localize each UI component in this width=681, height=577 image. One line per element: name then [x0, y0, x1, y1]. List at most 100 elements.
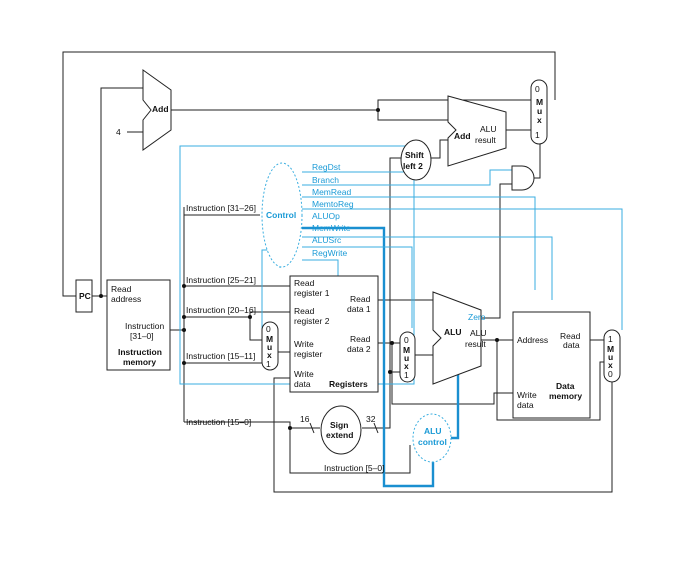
reg-read2-b: register 2 [294, 316, 330, 326]
control-signal-labels: RegDstBranchMemReadMemtoRegALUOpMemWrite… [312, 162, 354, 258]
control-signal-alusrc: ALUSrc [312, 235, 342, 245]
regdst-mux [261, 321, 279, 371]
sign-in-width: 16 [300, 414, 310, 424]
aluop-line [302, 226, 435, 488]
alusrc-mux-1: 1 [404, 370, 409, 380]
reg-rd1-b: data 1 [347, 304, 371, 314]
reg-wdata-b: data [294, 379, 311, 389]
regdst-mux-m: M [266, 334, 273, 344]
sign-label-1: Sign [330, 420, 348, 430]
reg-rd2-b: data 2 [347, 344, 371, 354]
mux-top-x: x [537, 115, 542, 125]
regdst-mux-1: 1 [266, 359, 271, 369]
main-alu [432, 291, 482, 385]
regwrite-line [302, 259, 339, 277]
reg-write-b: register [294, 349, 323, 359]
field-20-16: Instruction [20–16] [186, 305, 256, 315]
dmem-read-a: Read [560, 331, 581, 341]
add-label: Add [152, 104, 169, 114]
field-5-0: Instruction [5–0] [324, 463, 384, 473]
dmem-write-a: Write [517, 390, 537, 400]
writeback-wire [273, 370, 613, 493]
alusrc-mux-m: M [403, 345, 410, 355]
memtoreg-line [302, 208, 623, 330]
memwrite-line [302, 236, 553, 300]
branch-and-gate [511, 165, 535, 191]
junction-dots [99, 108, 499, 430]
imem-bits: [31–0] [130, 331, 154, 341]
reg-read2-a: Read [294, 306, 315, 316]
alu-zero-label: Zero [468, 312, 486, 322]
add2-alu-label: ALU [480, 124, 497, 134]
pc-adder [142, 69, 172, 151]
shift-label-1: Shift [405, 150, 424, 160]
mux-top-1: 1 [535, 130, 540, 140]
control-unit [261, 162, 303, 268]
shift-label-2: left 2 [403, 161, 423, 171]
dmem-name-2: memory [549, 391, 582, 401]
add2-label: Add [454, 131, 471, 141]
field-15-0: Instruction [15–0] [186, 417, 251, 427]
dmem-write-b: data [517, 400, 534, 410]
control-signal-branch: Branch [312, 175, 339, 185]
reg-rd1-a: Read [350, 294, 371, 304]
mux-top-m: M [536, 97, 543, 107]
instr-low-wire [184, 421, 411, 474]
wb-mux-x: x [608, 360, 613, 370]
wb-mux-1: 1 [608, 334, 613, 344]
shift-out-wire [430, 139, 448, 159]
reg-wdata-a: Write [294, 369, 314, 379]
control-label: Control [266, 210, 296, 220]
registers-name: Registers [329, 379, 368, 389]
reg-read1-b: register 1 [294, 288, 330, 298]
data-memory [512, 311, 591, 419]
sign-out-width: 32 [366, 414, 376, 424]
regdst-mux-u: u [267, 342, 272, 352]
zero-wire [475, 183, 512, 319]
dmem-address: Address [517, 335, 548, 345]
alu-label: ALU [444, 327, 461, 337]
alusrc-mux [399, 331, 416, 383]
shift-left-2 [400, 139, 432, 181]
pc-feedback-wire [62, 51, 556, 297]
memread-line [302, 196, 536, 290]
pc-register [75, 279, 93, 313]
alusrc-mux-0: 0 [404, 335, 409, 345]
alu-res-1: ALU [470, 328, 487, 338]
control-signal-regdst: RegDst [312, 162, 341, 172]
regdst-mux-x: x [267, 350, 272, 360]
shift-in-wire [389, 157, 401, 378]
imem-read: Read [111, 284, 132, 294]
alusrc-mux-x: x [404, 361, 409, 371]
mux-top-u: u [537, 106, 542, 116]
control-signal-memread: MemRead [312, 187, 351, 197]
mux-top-0: 0 [535, 84, 540, 94]
control-signal-memwrite: MemWrite [312, 223, 351, 233]
register-file [289, 275, 379, 393]
sign-label-2: extend [326, 430, 353, 440]
reg-write-a: Write [294, 339, 314, 349]
dmem-read-b: data [563, 340, 580, 350]
wb-mux-u: u [608, 352, 613, 362]
branch-line [302, 169, 512, 186]
regdst-mux-0: 0 [266, 324, 271, 334]
and-out-wire [532, 140, 541, 179]
memtoreg-mux [603, 329, 621, 383]
pc-source-mux [530, 79, 548, 145]
pc-to-add-wire [100, 87, 143, 296]
alu-control-label-1: ALU [424, 426, 441, 436]
field-15-11: Instruction [15–11] [186, 351, 255, 361]
const4-label: 4 [116, 127, 121, 137]
alusrc-mux-u: u [404, 353, 409, 363]
control-signal-regwrite: RegWrite [312, 248, 348, 258]
alusrc-line [302, 246, 413, 328]
dmem-name-1: Data [556, 381, 575, 391]
field-25-21: Instruction [25–21] [186, 275, 256, 285]
alu-control-unit [412, 413, 452, 463]
field-31-26: Instruction [31–26] [186, 203, 256, 213]
imem-name-2: memory [123, 357, 156, 367]
imem-name-1: Instruction [118, 347, 162, 357]
reg-rd2-a: Read [350, 334, 371, 344]
